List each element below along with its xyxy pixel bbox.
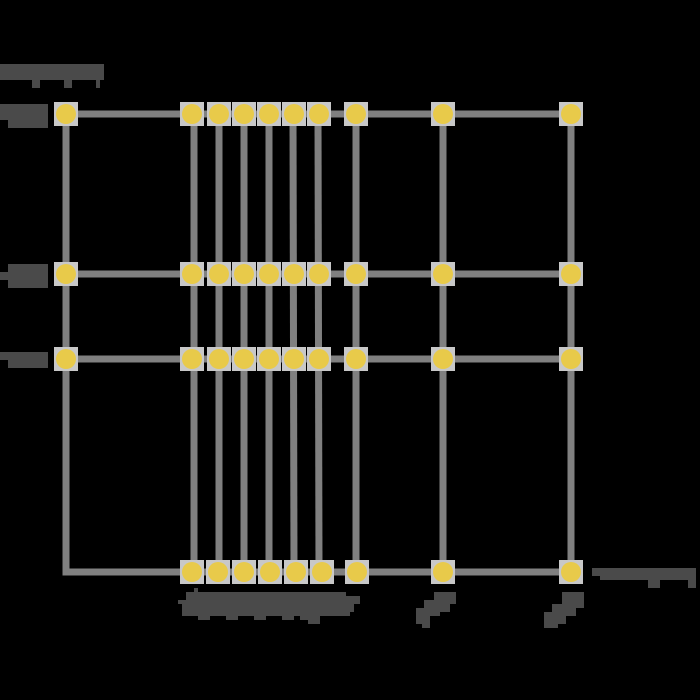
data-point: [207, 102, 231, 126]
data-point: [307, 102, 331, 126]
data-point: [345, 560, 369, 584]
data-point: [180, 560, 204, 584]
data-point: [559, 102, 583, 126]
x-tick-label-443: [416, 592, 456, 628]
data-point: [431, 347, 455, 371]
data-point: [559, 560, 583, 584]
data-point: [431, 560, 455, 584]
data-point: [180, 347, 204, 371]
data-point: [310, 560, 334, 584]
data-point: [232, 262, 256, 286]
data-point: [54, 102, 78, 126]
data-point: [284, 560, 308, 584]
data-point: [232, 102, 256, 126]
data-markers: [54, 102, 583, 584]
data-point: [282, 347, 306, 371]
data-point: [54, 347, 78, 371]
data-point: [257, 347, 281, 371]
data-point: [180, 102, 204, 126]
data-point: [344, 347, 368, 371]
data-point: [431, 262, 455, 286]
data-point: [206, 560, 230, 584]
y-tick-label-2: [0, 264, 48, 288]
data-point: [431, 102, 455, 126]
y-tick-label-1: [0, 104, 48, 128]
data-point: [344, 262, 368, 286]
data-point: [257, 102, 281, 126]
data-point: [54, 262, 78, 286]
data-point: [307, 347, 331, 371]
x-tick-labels-cluster: [178, 588, 360, 624]
x-tick-label-571: [544, 592, 584, 628]
y-tick-label-3: [0, 352, 48, 368]
data-point: [207, 347, 231, 371]
data-point: [207, 262, 231, 286]
data-point: [559, 262, 583, 286]
data-point: [232, 347, 256, 371]
data-point: [344, 102, 368, 126]
data-point: [257, 262, 281, 286]
x-axis-label: [592, 568, 696, 588]
data-point: [282, 262, 306, 286]
data-point: [180, 262, 204, 286]
data-point: [282, 102, 306, 126]
data-point: [307, 262, 331, 286]
data-point: [232, 560, 256, 584]
y-axis-label: [0, 64, 104, 88]
data-point: [258, 560, 282, 584]
data-point: [559, 347, 583, 371]
grid-lines: [62, 110, 575, 576]
